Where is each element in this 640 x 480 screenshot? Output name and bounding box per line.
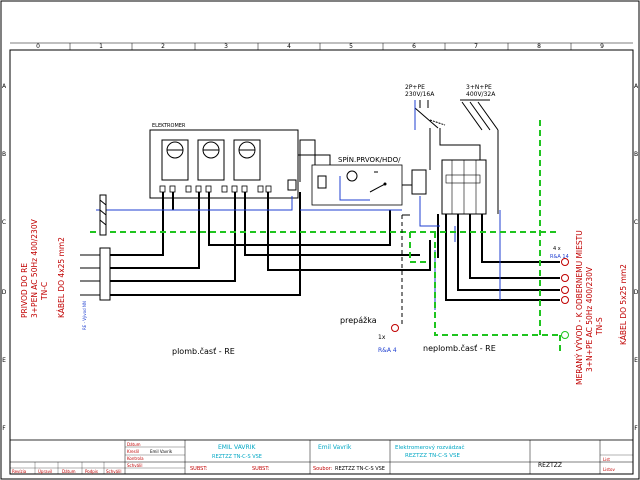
left-feeder-system: TN-C (40, 282, 49, 301)
right-outlet-title: MERANÝ VÝVOD - K ODBERNEMU MIESTU (575, 230, 584, 385)
left-cable-size: KÁBEL DO 4x25 mm2 (57, 237, 66, 318)
outlet-terminal (561, 274, 569, 282)
title-row-label: Kreslil (127, 449, 139, 454)
row-label: F (634, 425, 638, 432)
hdo-label: SPÍN.PRVOK/HDO/ (338, 155, 401, 164)
meter-coil-3 (233, 139, 261, 181)
column-label: 5 (349, 43, 353, 50)
column-label: 9 (600, 43, 604, 50)
title-block: Dátum Kreslil Kontrola Schválil Emil Vav… (9, 439, 634, 475)
meter-label: ELEKTROMER (152, 123, 186, 129)
breaker-2p-rating: 230V/16A (405, 91, 435, 98)
right-outlet-system: TN-S (595, 317, 604, 336)
column-label: 0 (36, 43, 40, 50)
drawing-name: REZTZZ (538, 462, 562, 469)
row-label: C (2, 219, 6, 226)
breaker-2p-label: 2P+PE (405, 84, 425, 91)
meter-terminals (159, 185, 272, 193)
breaker-2p: 2P+PE 230V/16A (405, 84, 446, 195)
row-label: B (634, 151, 638, 158)
project-title: Elektromerový rozvádzač (395, 444, 465, 451)
revision-label: Podpis (85, 469, 98, 474)
left-feeder-title: PRIVOD DO RE (20, 263, 29, 318)
partition-count: 1x (378, 334, 386, 341)
column-label: 6 (412, 43, 416, 50)
electricity-meter: ELEKTROMER (149, 123, 299, 199)
row-label: C (634, 219, 638, 226)
row-label: E (634, 357, 638, 364)
column-label: 4 (287, 43, 291, 50)
column-ruler: 0 1 2 3 4 5 6 7 8 9 (10, 42, 633, 50)
terminal-type: R&A 14 (550, 254, 569, 260)
column-label: 7 (474, 43, 478, 50)
title-row-label: Schválil (127, 463, 142, 468)
column-label: 3 (224, 43, 228, 50)
breaker-3p-label: 3+N+PE (466, 84, 492, 91)
row-label: F (2, 425, 6, 432)
meter-coil-1 (161, 139, 189, 181)
drawn-by: Emil Vavrik (150, 449, 173, 454)
partition-terminal-type: R&A 4 (378, 347, 397, 354)
right-cable-size: KÁBEL DO 5x25 mm2 (619, 264, 628, 345)
right-cable-text: MERANÝ VÝVOD - K ODBERNEMU MIESTU 3+N+PE… (575, 230, 628, 385)
subst-label: SUBST: (252, 466, 270, 472)
sealed-part-label: plomb.časť - RE (172, 346, 235, 356)
left-cable-text: PRIVOD DO RE 3+PEN AC 50Hz 400/230V TN-C… (20, 218, 87, 330)
title-row-label: Dátum (127, 442, 141, 447)
outlet-terminal (561, 296, 569, 304)
project-subtitle: REZTZZ TN-C-S VSE (405, 453, 460, 459)
control-wiring (298, 128, 499, 214)
outlet-terminal (561, 286, 569, 294)
outlet-terminal-pe (561, 331, 569, 339)
row-label: A (2, 83, 7, 90)
partition-label: prepážka (340, 316, 377, 325)
revision-label: Revízia (12, 469, 27, 474)
row-label: D (2, 289, 7, 296)
row-label: D (634, 289, 639, 296)
phase-conductors (110, 192, 560, 301)
outlet-terminal (561, 258, 569, 266)
cable-entry-left (80, 194, 111, 301)
hdo-switch-element: SPÍN.PRVOK/HDO/ (287, 155, 403, 206)
column-label: 8 (537, 43, 541, 50)
file-value: REZTZZ TN-C-S VSE (335, 466, 385, 472)
row-ruler-right: A B C D E F (634, 83, 639, 432)
column-label: 2 (161, 43, 165, 50)
company-name: EMIL VAVRIK (218, 444, 256, 451)
row-label: A (634, 83, 639, 90)
revision-label: Dátum (62, 469, 76, 474)
row-label: E (2, 357, 6, 364)
terminal-count: 4 x (553, 246, 561, 252)
partition-terminal (391, 324, 399, 332)
row-ruler-left: A B C D E F (2, 83, 7, 432)
neutral-conductors (96, 100, 501, 310)
title-row-label: Kontrola (127, 456, 144, 461)
list-label: List (603, 457, 610, 462)
meter-coil-2 (197, 139, 225, 181)
outlet-terminals (391, 258, 569, 339)
file-label: Soubor: (313, 466, 333, 472)
subst-label: SUBST: (190, 466, 208, 472)
author-center: Emil Vavrik (318, 444, 352, 451)
breaker-3p: 3+N+PE 400V/32A (441, 84, 499, 215)
left-small-label: RE - Vývod NN (82, 301, 87, 330)
left-feeder-spec: 3+PEN AC 50Hz 400/230V (30, 218, 39, 318)
breaker-3p-rating: 400V/32A (466, 91, 496, 98)
revision-label: Schválil (106, 469, 121, 474)
row-label: B (2, 151, 6, 158)
column-label: 1 (99, 43, 103, 50)
listov-label: Listov (603, 467, 615, 472)
right-outlet-spec: 3+N+PE AC 50Hz 400/230V (585, 266, 594, 372)
document-code: REZTZZ TN-C-S VSE (212, 454, 262, 460)
unsealed-part-label: neplomb.časť - RE (423, 343, 496, 353)
protective-earth (90, 120, 561, 351)
revision-label: Úpravil (38, 469, 52, 474)
